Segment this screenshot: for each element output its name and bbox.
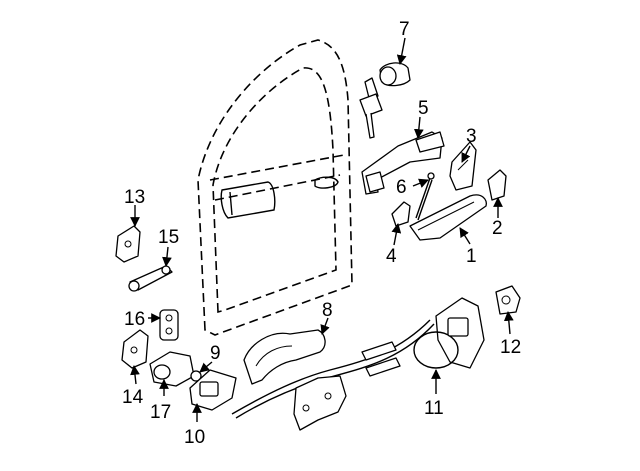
callout-13: 13 bbox=[124, 187, 145, 208]
hinge-lower-part bbox=[121, 329, 149, 385]
callout-9: 9 bbox=[210, 343, 221, 364]
door-mirror-area bbox=[220, 176, 339, 219]
callout-16: 16 bbox=[124, 309, 145, 330]
inside-handle-part bbox=[243, 317, 330, 385]
callout-12: 12 bbox=[500, 337, 521, 358]
pad-part bbox=[148, 309, 179, 341]
handle-cap-part bbox=[487, 169, 507, 218]
callout-3: 3 bbox=[466, 126, 477, 147]
callout-7: 7 bbox=[399, 19, 410, 40]
door-outline bbox=[197, 39, 353, 336]
inside-lock-part bbox=[189, 369, 237, 422]
lock-cylinder-part bbox=[359, 37, 411, 139]
hinge-upper-part bbox=[115, 205, 141, 263]
striker-part bbox=[495, 285, 521, 335]
callout-11: 11 bbox=[424, 398, 444, 419]
outside-handle-part bbox=[409, 194, 488, 245]
actuator-part bbox=[149, 351, 195, 396]
grommet-part bbox=[190, 361, 213, 382]
callout-17: 17 bbox=[150, 402, 171, 423]
cable-bracket bbox=[293, 375, 347, 431]
callout-15: 15 bbox=[158, 227, 179, 248]
callout-5: 5 bbox=[418, 98, 429, 119]
callout-6: 6 bbox=[396, 177, 407, 198]
callout-1: 1 bbox=[466, 246, 477, 267]
callout-2: 2 bbox=[492, 218, 503, 239]
handle-bracket-part bbox=[449, 141, 477, 191]
callout-14: 14 bbox=[122, 387, 144, 408]
callout-labels: 1 2 3 4 5 6 7 8 9 10 11 12 13 14 15 16 1… bbox=[122, 19, 521, 448]
callout-4: 4 bbox=[386, 246, 397, 267]
rod-part bbox=[412, 172, 435, 221]
door-latch-part bbox=[413, 297, 485, 394]
handle-frame-part bbox=[361, 116, 445, 195]
callout-8: 8 bbox=[322, 300, 333, 321]
callout-10: 10 bbox=[184, 427, 205, 448]
door-check-part bbox=[128, 246, 173, 292]
handle-pad-part bbox=[391, 201, 411, 246]
